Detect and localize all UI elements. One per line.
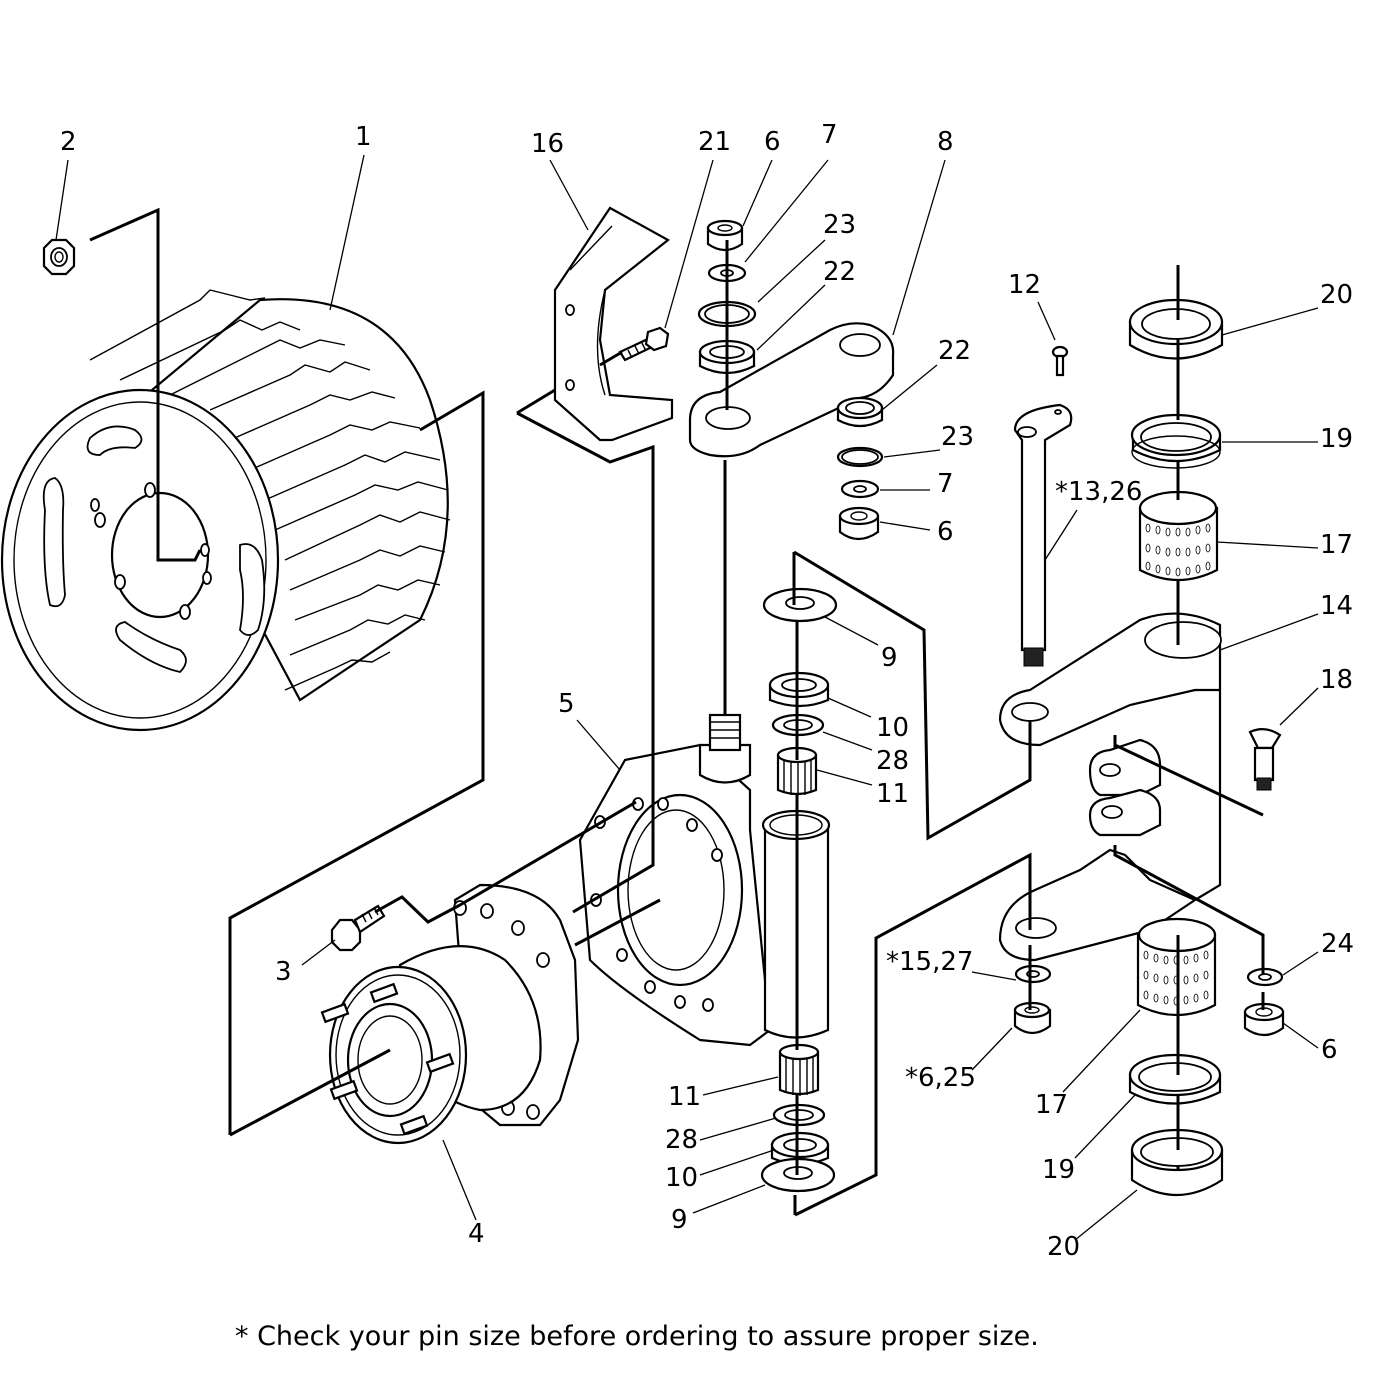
needle-bearing-lower: [778, 1043, 820, 1096]
wheel-hub: [320, 883, 580, 1145]
spacer-lower: [772, 1103, 826, 1127]
kingpin-nut-right: [838, 506, 880, 541]
lug-nut: [42, 238, 76, 276]
callout-24: 24: [1321, 929, 1354, 959]
callout-2: 2: [60, 127, 77, 157]
callout-5: 5: [558, 689, 575, 719]
callout-14: 14: [1320, 591, 1353, 621]
cotter-pin: [1051, 345, 1069, 377]
bearing-upper: [768, 671, 830, 708]
callout-23-top: 23: [823, 210, 856, 240]
washer-pin: [1014, 964, 1052, 984]
nut-pin: [1013, 1001, 1052, 1035]
drive-wheel: [0, 289, 451, 732]
callout-21: 21: [698, 127, 731, 157]
callout-12: 12: [1008, 270, 1041, 300]
callout-28-top: 28: [876, 746, 909, 776]
callout-9-bottom: 9: [671, 1205, 688, 1235]
thrust-washer-top: [762, 587, 838, 623]
callout-6-right: 6: [1321, 1035, 1338, 1065]
callout-13-26: *13,26: [1055, 477, 1142, 507]
assembly-lines: [89, 207, 1265, 1217]
callout-7-top: 7: [821, 120, 838, 150]
steering-pin: [1013, 403, 1073, 667]
callout-labels: 1 2 3 4 5 6 6 6 *6,25 7 7 8 9 9 10 10 11…: [60, 120, 1354, 1262]
callout-3: 3: [275, 957, 292, 987]
callout-28-bottom: 28: [665, 1125, 698, 1155]
callout-1: 1: [355, 122, 372, 152]
callout-20-top: 20: [1320, 280, 1353, 310]
callout-19-top: 19: [1320, 424, 1353, 454]
washer-right: [840, 479, 880, 499]
callout-23-right: 23: [941, 422, 974, 452]
callout-4: 4: [468, 1219, 485, 1249]
callout-10-top: 10: [876, 713, 909, 743]
callout-16: 16: [531, 129, 564, 159]
callout-19-bottom: 19: [1042, 1155, 1075, 1185]
steering-yoke: [998, 612, 1222, 962]
seal-right: [836, 396, 884, 428]
callout-11-top: 11: [876, 779, 909, 809]
callout-22-top: 22: [823, 257, 856, 287]
callout-18: 18: [1320, 665, 1353, 695]
thrust-bearing-top: [1130, 413, 1222, 469]
steering-arm: [688, 322, 895, 458]
needle-cage-top: [1138, 490, 1219, 582]
callout-8: 8: [937, 127, 954, 157]
callout-6-25: *6,25: [905, 1063, 976, 1093]
footnote: * Check your pin size before ordering to…: [235, 1321, 1039, 1352]
callout-22-right: 22: [938, 336, 971, 366]
callout-11-bottom: 11: [668, 1082, 701, 1112]
callout-7-right: 7: [937, 469, 954, 499]
leader-lines: [55, 154, 1319, 1241]
callout-6-top: 6: [764, 127, 781, 157]
kingpin-nut-top-left: [706, 219, 744, 252]
washer-yoke: [1246, 967, 1284, 987]
callout-9-top: 9: [881, 643, 898, 673]
hub-bolt: [330, 904, 386, 952]
steering-housing: [578, 713, 831, 1047]
grease-fitting: [1248, 728, 1282, 791]
bearing-lower: [770, 1131, 830, 1166]
snap-ring-right: [836, 446, 884, 468]
callout-17-top: 17: [1320, 530, 1353, 560]
callout-17-bottom: 17: [1035, 1090, 1068, 1120]
callout-15-27: *15,27: [886, 947, 973, 977]
callout-10-bottom: 10: [665, 1163, 698, 1193]
callout-20-bottom: 20: [1047, 1232, 1080, 1262]
thrust-bearing-bottom: [1128, 1053, 1222, 1105]
callout-6-mid: 6: [937, 517, 954, 547]
nut-yoke: [1243, 1002, 1285, 1037]
bearing-cup-top: [1128, 298, 1224, 360]
bracket-bolt: [618, 326, 670, 362]
mounting-bracket: [553, 206, 674, 442]
